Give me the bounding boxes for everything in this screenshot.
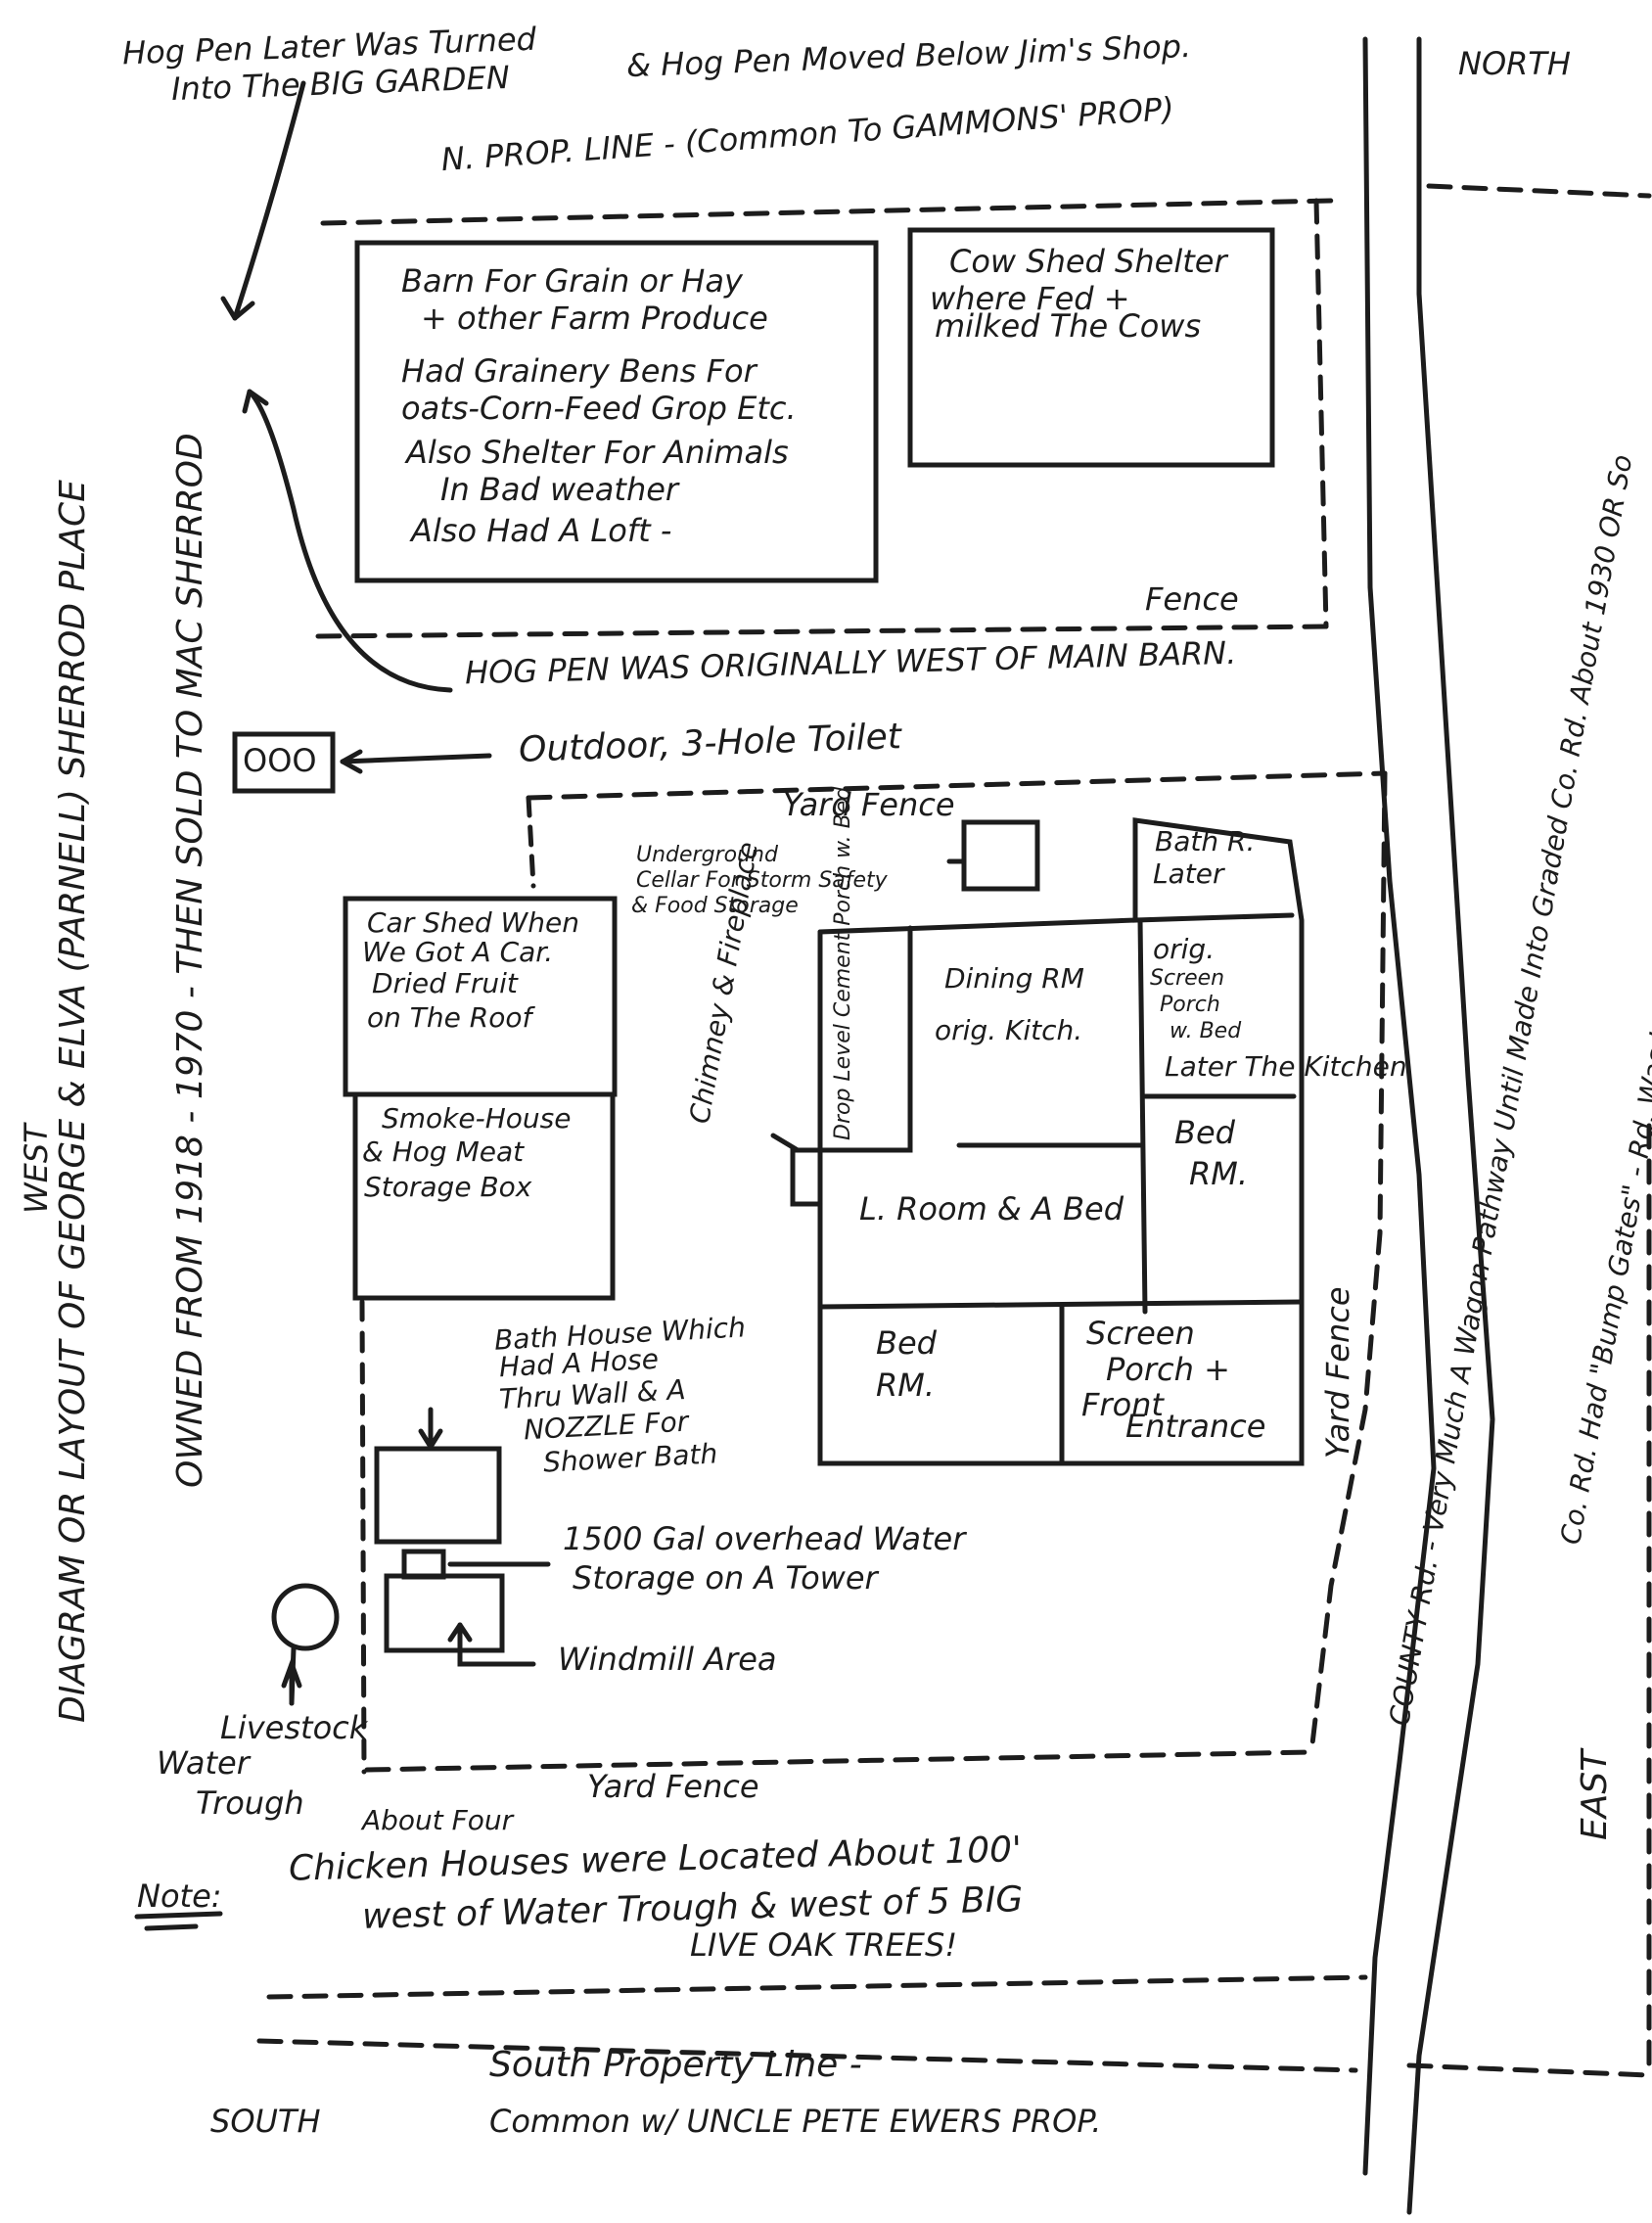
arrow-windmill (457, 1622, 536, 1667)
toilet-symbol: OOO (243, 742, 317, 779)
lower-horizontal (817, 1299, 1305, 1310)
barn-yard-bottom-fence (315, 624, 1329, 639)
yard-fence-top-label: Yard Fence (783, 786, 955, 823)
screen-porch-line2: Screen (1150, 966, 1225, 991)
water-storage-line2: Storage on A Tower (573, 1559, 878, 1597)
yard-fence-bottom (364, 1749, 1314, 1773)
front-line2: Porch + (1106, 1351, 1230, 1388)
barn-line6: In Bad weather (440, 471, 679, 508)
county-road-west-edge (1362, 36, 1437, 2176)
south-prop-line1: South Property Line - (489, 2045, 862, 2085)
barn-line4: oats-Corn-Feed Grop Etc. (401, 390, 797, 427)
livestock-line1: Livestock (220, 1709, 368, 1746)
west-label: WEST (18, 1124, 55, 1214)
yard-fence-right (1308, 770, 1388, 1755)
owned-from: OWNED FROM 1918 - 1970 - THEN SOLD TO MA… (170, 433, 210, 1488)
car-shed-line4: on The Roof (367, 1001, 532, 1034)
water-storage-line1: 1500 Gal overhead Water (563, 1520, 966, 1557)
water-tower-top (401, 1549, 446, 1580)
north-label: NORTH (1458, 45, 1571, 82)
cellar-line1: Underground (636, 843, 778, 867)
south-fence-right (1406, 2062, 1652, 2078)
fence-label: Fence (1145, 580, 1239, 618)
barn-yard-right-fence (1313, 198, 1329, 629)
living-room: L. Room & A Bed (859, 1190, 1124, 1227)
bed-rm-bottom-line1: Bed (876, 1324, 937, 1362)
chimney-outline (790, 1147, 823, 1207)
arrow-hog-pen-original (247, 389, 453, 693)
bath-later-walls (1132, 817, 1295, 923)
south-fence-2 (256, 2038, 1358, 2073)
smoke-line3: Storage Box (364, 1171, 532, 1203)
yard-fence-bottom-label: Yard Fence (587, 1768, 759, 1805)
later-kitchen: Later The Kitchen (1165, 1050, 1407, 1083)
east-label: EAST (1575, 1749, 1615, 1840)
county-road-east-edge (1406, 36, 1495, 2215)
bath-room-line2: Later (1153, 857, 1224, 890)
arrow-chimney (770, 1133, 801, 1153)
screen-porch-line1: orig. (1153, 933, 1216, 965)
front-line4: Entrance (1125, 1408, 1266, 1445)
drop-level-porch: Drop Level Cement Porch w. Bed (831, 786, 855, 1140)
bed-rm-bottom-line2: RM. (876, 1366, 936, 1404)
barn-line1: Barn For Grain or Hay (401, 262, 743, 300)
livestock-line2: Water (157, 1744, 250, 1782)
barn-line7: Also Had A Loft - (411, 512, 672, 549)
cow-shed-line1: Cow Shed Shelter (949, 243, 1227, 280)
barn-line5: Also Shelter For Animals (406, 434, 789, 471)
barn-line2: + other Farm Produce (421, 300, 768, 337)
underline-note (134, 1911, 223, 1931)
dining-line1: Dining RM (944, 962, 1084, 995)
drop-porch-walls (817, 925, 913, 1153)
cow-shed-line3: milked The Cows (935, 307, 1202, 345)
diagram-title: DIAGRAM OR LAYOUT OF GEORGE & ELVA (PARN… (53, 480, 93, 1723)
note-label: Note: (137, 1877, 222, 1915)
yard-fence-left (359, 1299, 367, 1775)
bath-house-outline (374, 1446, 502, 1545)
south-label: SOUTH (210, 2103, 321, 2140)
windmill-outline (384, 1573, 505, 1653)
note-line1: About Four (362, 1804, 514, 1836)
south-prop-line2: Common w/ UNCLE PETE EWERS PROP. (489, 2103, 1102, 2140)
cellar-line3: & Food Storage (631, 894, 799, 918)
front-line3: Front (1081, 1386, 1164, 1423)
dining-line2: orig. Kitch. (935, 1014, 1083, 1046)
cellar-outline (961, 819, 1040, 892)
water-trough-outline (271, 1583, 340, 1651)
yard-fence-top-left-drop (526, 795, 536, 889)
south-fence-1 (266, 1974, 1368, 2000)
barn-line3: Had Grainery Bens For (401, 352, 757, 390)
cow-shed-outline (907, 227, 1275, 468)
north-property-line (320, 183, 1652, 226)
arrow-toilet (340, 753, 492, 764)
car-shed-line2: We Got A Car. (362, 936, 554, 968)
front-line1: Screen (1086, 1315, 1195, 1352)
note-line4: LIVE OAK TREES! (690, 1926, 958, 1964)
car-shed-line1: Car Shed When (367, 906, 579, 939)
bed-rm-right-line1: Bed (1174, 1114, 1235, 1151)
yard-fence-right-label: Yard Fence (1319, 1286, 1356, 1459)
bed-rm-right-line2: RM. (1189, 1155, 1249, 1192)
arrow-hog-pen-curve (232, 80, 306, 321)
dining-room-right-wall (1137, 917, 1148, 1315)
car-shed-line3: Dried Fruit (372, 967, 518, 999)
windmill-label: Windmill Area (558, 1641, 777, 1678)
cellar-line2: Cellar For Storm Safety (636, 868, 888, 893)
toilet-outline (232, 731, 336, 794)
yard-fence-top (526, 770, 1388, 801)
smoke-house-outline (352, 1091, 616, 1301)
bath-room-line1: Bath R. (1155, 825, 1256, 857)
barn-outline (354, 240, 879, 583)
cow-shed-line2: where Fed + (930, 280, 1130, 317)
livestock-line3: Trough (196, 1784, 304, 1822)
screen-porch-line3: Porch (1160, 993, 1220, 1017)
smoke-line2: & Hog Meat (362, 1135, 525, 1168)
smoke-line1: Smoke-House (382, 1102, 572, 1135)
screen-porch-line4: w. Bed (1170, 1019, 1242, 1043)
